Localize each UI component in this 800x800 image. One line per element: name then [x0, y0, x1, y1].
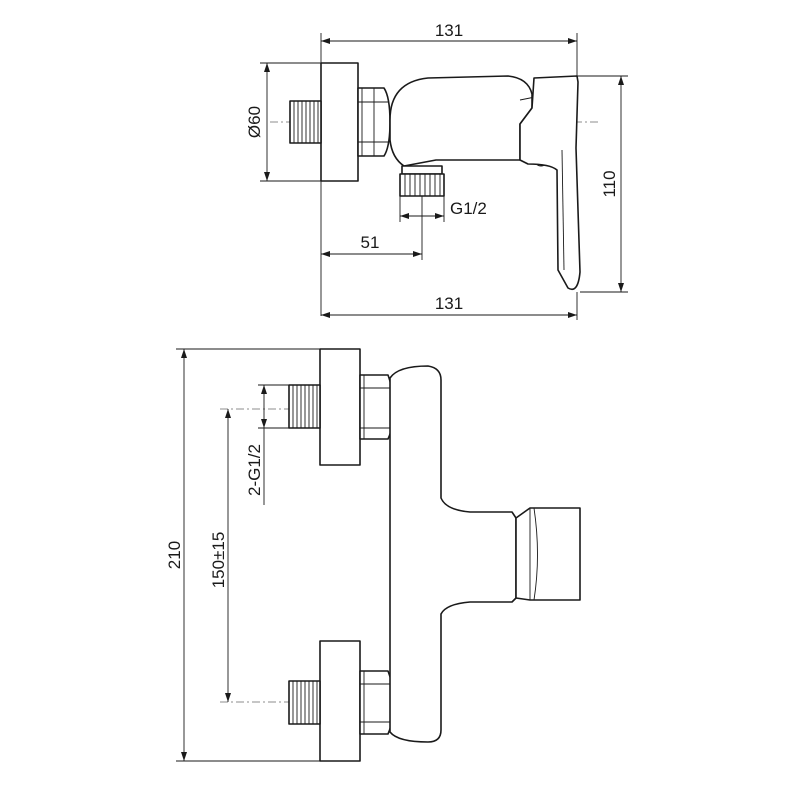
center-distance-label: 150±15: [209, 532, 228, 589]
diameter-label: Ø60: [245, 106, 264, 138]
outlet-thread-side: [399, 165, 445, 197]
offset-label: 51: [361, 233, 380, 252]
wall-flange: [320, 62, 359, 182]
inlet-thread-label: 2-G1/2: [245, 444, 264, 496]
lower-flange: [319, 640, 361, 762]
side-height-label: 110: [600, 170, 619, 197]
mixer-body-front: [389, 365, 517, 743]
upper-flange: [319, 348, 361, 466]
front-view: 210 150±15 2-G1/2: [165, 348, 581, 762]
lower-inlet-thread: [288, 680, 321, 725]
top-width-label: 131: [435, 21, 463, 40]
upper-inlet-thread: [288, 384, 321, 429]
bottom-width-label: 131: [435, 294, 463, 313]
lever-handle-side: [519, 75, 581, 291]
upper-hex-nut: [359, 374, 395, 440]
inlet-thread-side: [289, 100, 322, 144]
mixer-body-side: [389, 75, 533, 167]
handle-cap-front: [515, 507, 581, 601]
hex-nut-side: [357, 87, 391, 157]
side-view: G1/2 131 Ø60 110 51 131: [245, 21, 628, 320]
total-height-label: 210: [165, 541, 184, 569]
outlet-thread-label: G1/2: [450, 199, 487, 218]
lower-hex-nut: [359, 670, 395, 735]
